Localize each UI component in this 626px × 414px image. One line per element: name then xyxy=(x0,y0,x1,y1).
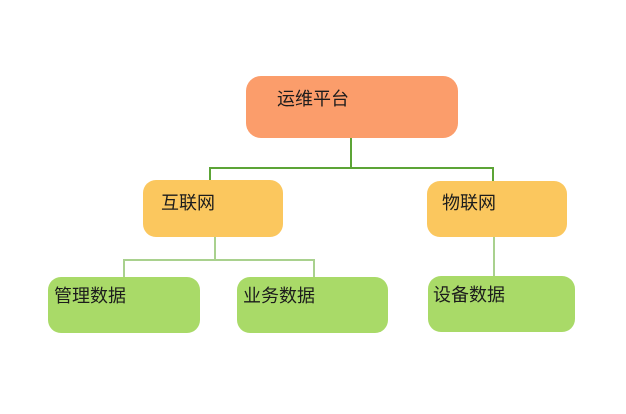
node-management-data: 管理数据 xyxy=(48,277,200,333)
node-internet-label: 互联网 xyxy=(161,193,215,213)
node-root-ops-platform: 运维平台 xyxy=(246,76,458,138)
edge-internet-to-biz xyxy=(313,259,315,277)
edge-internet-to-mgmt xyxy=(123,259,125,277)
edge-root-stem xyxy=(350,138,352,168)
edge-root-to-iot xyxy=(492,167,494,181)
node-internet: 互联网 xyxy=(143,180,283,237)
edge-internet-crossbar xyxy=(123,259,315,261)
node-device-data-label: 设备数据 xyxy=(433,285,505,305)
node-root-label: 运维平台 xyxy=(277,89,349,109)
node-iot-label: 物联网 xyxy=(442,193,496,213)
node-iot: 物联网 xyxy=(427,181,567,237)
edge-root-crossbar xyxy=(209,167,494,169)
node-business-data: 业务数据 xyxy=(237,277,388,333)
node-management-data-label: 管理数据 xyxy=(54,286,126,306)
node-device-data: 设备数据 xyxy=(428,276,575,332)
edge-internet-stem xyxy=(214,237,216,260)
edge-iot-to-device xyxy=(493,237,495,276)
node-business-data-label: 业务数据 xyxy=(243,286,315,306)
edge-root-to-internet xyxy=(209,167,211,180)
